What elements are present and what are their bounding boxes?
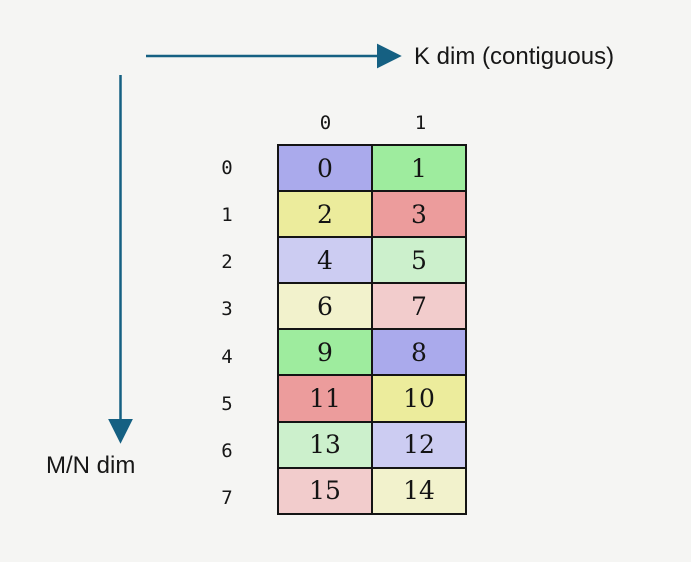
row-label-6: 6 <box>221 439 233 462</box>
matrix-cell-r3-c1: 7 <box>372 283 466 330</box>
matrix-cell-r7-c1: 14 <box>372 467 466 514</box>
matrix-cell-r2-c0: 4 <box>278 237 372 284</box>
matrix-cell-r7-c0: 15 <box>278 467 372 514</box>
column-header-0: 0 <box>319 112 332 134</box>
row-label-3: 3 <box>221 298 233 321</box>
row-label-1: 1 <box>221 204 233 227</box>
matrix-cell-r0-c1: 1 <box>372 145 466 192</box>
matrix-cell-r3-c0: 6 <box>278 283 372 330</box>
row-label-4: 4 <box>221 345 233 368</box>
row-label-0: 0 <box>221 157 233 179</box>
mn-dim-label: M/N dim <box>46 452 136 479</box>
column-headers: 0 1 <box>278 109 468 137</box>
row-label-7: 7 <box>221 486 233 509</box>
matrix-cell-r4-c1: 8 <box>372 329 466 376</box>
matrix-cell-r4-c0: 9 <box>278 329 372 376</box>
row-label-5: 5 <box>221 392 233 415</box>
matrix-cell-r5-c0: 11 <box>278 375 372 422</box>
row-label-2: 2 <box>221 251 233 274</box>
matrix-cell-r0-c0: 0 <box>278 145 372 192</box>
matrix-cell-r2-c1: 5 <box>372 237 466 284</box>
matrix-cell-r1-c0: 2 <box>278 191 372 238</box>
row-labels: 0 1 2 3 4 5 6 7 <box>204 145 250 522</box>
matrix-cell-r6-c0: 13 <box>278 421 372 468</box>
k-dim-label: K dim (contiguous) <box>414 43 615 70</box>
matrix-cell-r5-c1: 10 <box>372 375 466 422</box>
column-header-1: 1 <box>414 112 427 134</box>
matrix-cell-r6-c1: 12 <box>372 421 466 468</box>
matrix-cell-r1-c1: 3 <box>372 191 466 238</box>
